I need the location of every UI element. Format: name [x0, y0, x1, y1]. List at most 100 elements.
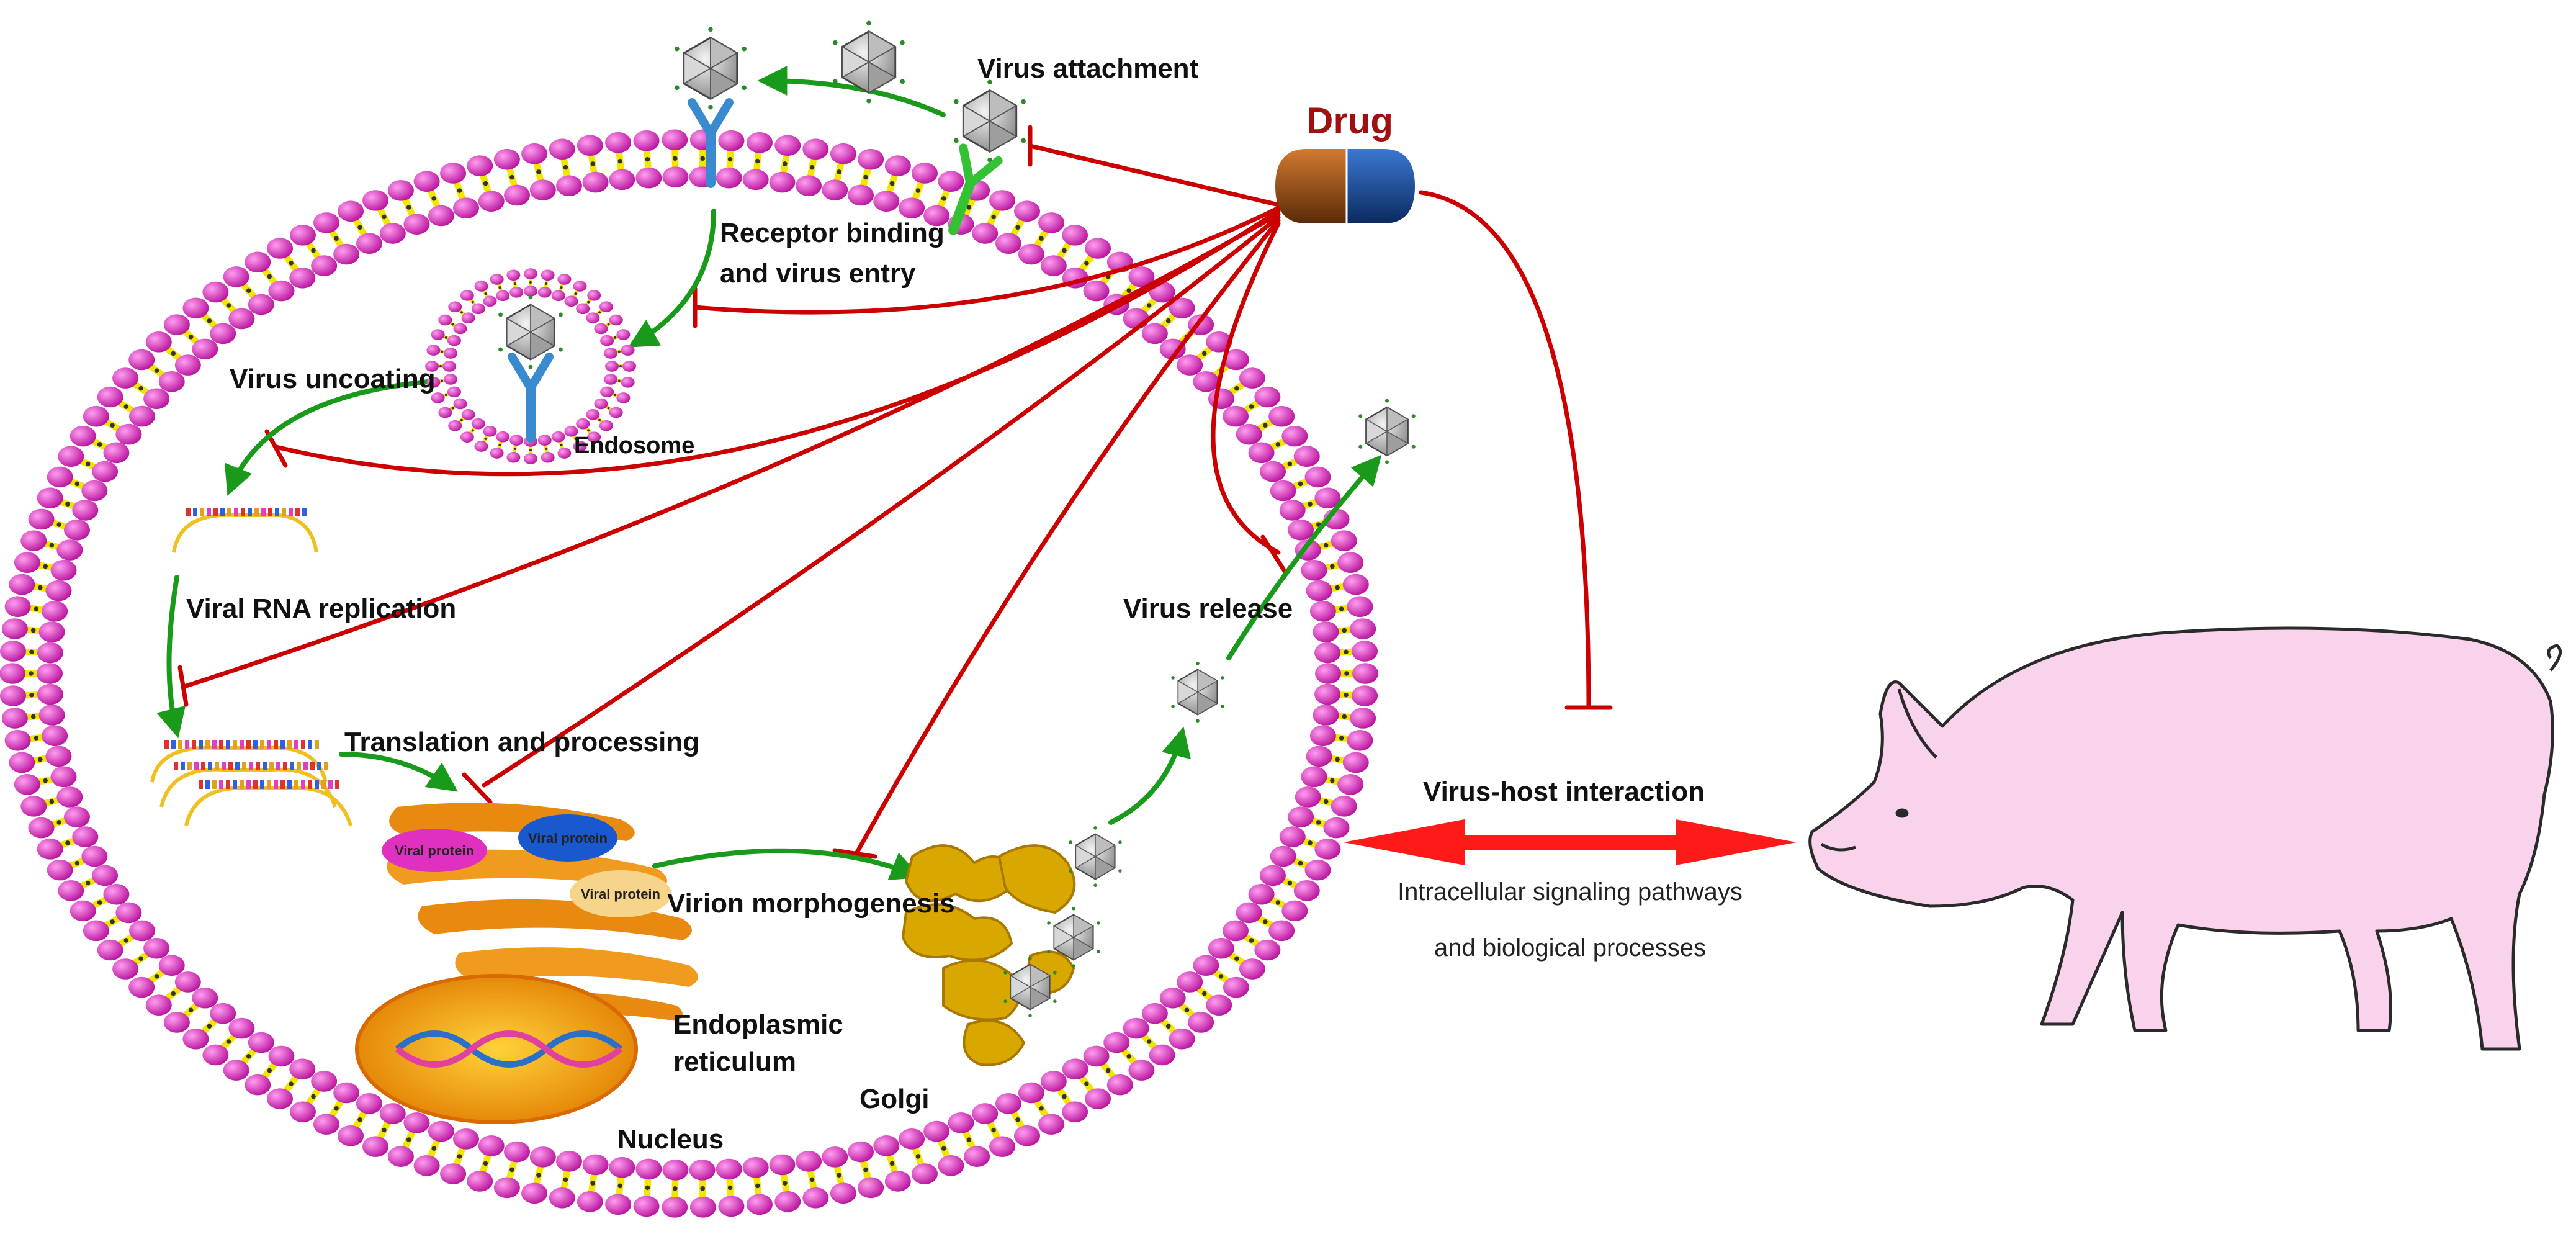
lipid-head [426, 345, 441, 356]
lipid-head [356, 233, 382, 254]
lipid-head [1314, 683, 1341, 705]
attaching-virus [936, 79, 1027, 237]
inhibit-release-bar [1260, 534, 1287, 574]
golgi [901, 844, 1076, 1066]
lipid-core [289, 1081, 294, 1086]
lipid-core [457, 188, 462, 193]
rna-base [282, 508, 286, 516]
lipid-head [128, 405, 155, 427]
lipid-core [966, 205, 972, 210]
inhibit-uncoating [274, 209, 1281, 477]
lipid-head [830, 143, 856, 164]
lipid-head [1288, 519, 1314, 541]
lipid-head [467, 155, 493, 176]
rna-base [249, 762, 253, 770]
lipid-head [471, 418, 485, 430]
nucleus-label: Nucleus [617, 1124, 724, 1155]
lipid-head [1259, 865, 1286, 886]
lipid-core [1039, 1106, 1044, 1111]
lipid-head [56, 786, 83, 808]
lipid-head [549, 138, 575, 160]
lipid-core [1263, 919, 1268, 924]
lipid-head [70, 425, 96, 447]
lipid-head [1128, 1060, 1155, 1081]
lipid-core [1339, 606, 1344, 611]
rna-base [297, 762, 301, 770]
lipid-head [594, 323, 608, 335]
lipid-core [457, 1154, 462, 1159]
lipid-core [1039, 236, 1044, 241]
lipid-core [311, 1094, 316, 1099]
viral-rna-replication-label: Viral RNA replication [186, 593, 456, 624]
lipid-head [524, 286, 537, 297]
lipid-head [333, 243, 360, 265]
lipid-head [746, 1194, 773, 1215]
rna-base [208, 762, 212, 770]
rna-base [335, 780, 339, 789]
lipid-core [837, 169, 841, 174]
lipid-head [716, 1158, 742, 1180]
lipid-head [541, 269, 555, 281]
lipid-core [617, 379, 621, 382]
lipid-core [590, 161, 595, 166]
lipid-head [718, 130, 745, 151]
lipid-core [334, 1106, 339, 1111]
lipid-head [467, 1171, 493, 1192]
lipid-head [14, 774, 40, 795]
lipid-core [1287, 880, 1293, 886]
lipid-core [607, 323, 610, 326]
lipid-head [0, 663, 25, 684]
process-labels: Virus attachment Receptor binding and vi… [186, 53, 1293, 1155]
lipid-core [1308, 502, 1313, 507]
lipid-core [267, 274, 272, 279]
lipid-head [72, 500, 99, 521]
rna-base [295, 508, 300, 516]
lipid-core [460, 311, 463, 314]
lipid-head [313, 212, 339, 233]
lipid-head [103, 883, 130, 905]
lipid-core [123, 938, 129, 943]
lipid-head [1141, 323, 1168, 345]
lipid-head [1342, 752, 1369, 773]
rna-base [253, 780, 258, 789]
lipid-head [453, 398, 467, 410]
lipid-core [30, 714, 36, 719]
lipid-core [1287, 461, 1293, 467]
lipid-head [37, 487, 63, 508]
lipid-core [1335, 585, 1340, 590]
lipid-core [188, 334, 194, 340]
lipid-head [662, 1160, 689, 1181]
lipid-head [1352, 641, 1378, 662]
lipid-head [1304, 859, 1331, 881]
lipid-head [83, 920, 109, 942]
lipid-head [1062, 1058, 1088, 1080]
lipid-core [598, 311, 601, 314]
lipid-core [563, 164, 568, 170]
lipid-head [490, 274, 504, 285]
lipid-core [563, 1177, 568, 1182]
lipid-head [447, 386, 461, 398]
lipid-head [1149, 1044, 1175, 1066]
lipid-head [115, 902, 142, 924]
lipid-core [444, 336, 447, 339]
lipid-head [97, 939, 123, 961]
lipid-core [498, 286, 501, 289]
lipid-core [1344, 671, 1349, 676]
lipid-head [413, 171, 440, 192]
rna-base [261, 508, 266, 516]
lipid-head [443, 374, 457, 385]
arrow-release [1226, 454, 1382, 660]
rna-base [199, 740, 203, 749]
lipid-core [560, 286, 563, 289]
lipid-head [453, 323, 467, 335]
lipid-head [443, 348, 457, 359]
lipid-core [1105, 1068, 1111, 1073]
lipid-head [605, 132, 632, 153]
lipid-core [607, 407, 610, 410]
lipid-head [202, 1044, 229, 1066]
lipid-core [207, 1024, 212, 1029]
lipid-head [248, 294, 274, 315]
rna-base [185, 740, 189, 749]
lipid-head [1347, 596, 1373, 618]
lipid-head [995, 1093, 1021, 1114]
